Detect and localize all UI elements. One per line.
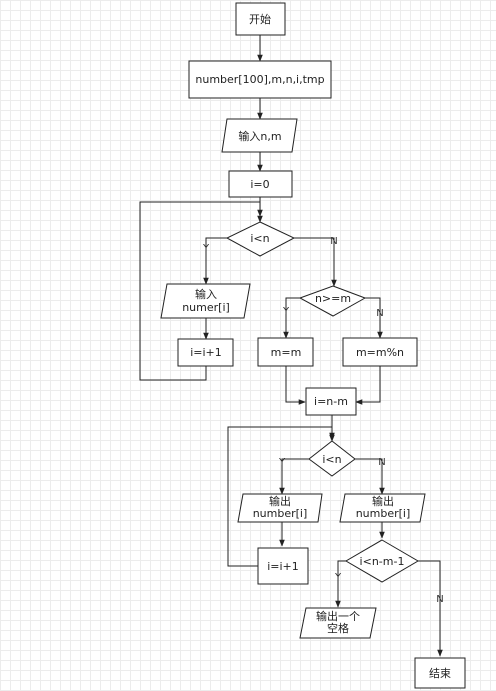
node-assign-m-mod[interactable]: m=m%n	[342, 337, 418, 367]
label-cond3-no: N	[378, 457, 385, 468]
label-cond1-no: N	[330, 236, 337, 247]
node-cond-i-lt-n-1-label: i<n	[250, 232, 269, 245]
node-assign-i[interactable]: i=n-m	[305, 387, 357, 416]
edge-cond3-no	[355, 458, 385, 495]
node-output-right[interactable]: 输出 number[i]	[339, 493, 426, 523]
edges	[139, 35, 443, 657]
label-cond1-yes: Y	[202, 243, 210, 254]
node-input-nm-label: 输入n,m	[238, 129, 281, 143]
node-output-right-label-1: 输出	[372, 494, 394, 508]
label-cond4-yes: Y	[334, 572, 342, 583]
node-cond-n-ge-m-label: n>=m	[315, 292, 351, 305]
node-output-left[interactable]: 输出 number[i]	[237, 493, 323, 523]
node-output-left-label-1: 输出	[269, 494, 291, 508]
node-input-nm[interactable]: 输入n,m	[221, 118, 298, 153]
edge-cond1-yes	[203, 237, 227, 285]
node-declare[interactable]: number[100],m,n,i,tmp	[188, 60, 332, 99]
node-declare-label: number[100],m,n,i,tmp	[195, 73, 324, 86]
edge-cond3-yes	[279, 458, 309, 495]
edge-loop2-back	[227, 426, 335, 567]
node-inc-i-2-label: i=i+1	[267, 560, 299, 573]
edge-m-assign	[285, 366, 306, 405]
node-cond-n-ge-m[interactable]: n>=m	[298, 285, 367, 317]
edge-cond2-yes	[283, 297, 300, 339]
edge-loop1-back	[139, 201, 263, 381]
node-start-label: 开始	[249, 12, 271, 26]
node-output-right-label-2: number[i]	[356, 507, 411, 520]
node-cond-i-lt-n-2-label: i<n	[322, 453, 341, 466]
node-cond-i-lt-n-2[interactable]: i<n	[308, 440, 356, 477]
label-cond4-no: N	[436, 594, 443, 605]
node-assign-m-label: m=m	[271, 346, 302, 359]
node-inc-i-1[interactable]: i=i+1	[177, 338, 234, 367]
edge-cond2-no	[365, 297, 383, 339]
node-assign-m-mod-label: m=m%n	[356, 346, 404, 359]
label-cond3-yes: Y	[278, 457, 286, 468]
node-cond-last-label: i<n-m-1	[360, 555, 405, 568]
edge-cond1-no	[294, 237, 337, 287]
branch-labels: Y N Y N Y N Y N	[202, 236, 444, 605]
node-output-space[interactable]: 输出一个 空格	[299, 607, 377, 639]
node-cond-last[interactable]: i<n-m-1	[345, 539, 419, 583]
node-assign-i-label: i=n-m	[314, 395, 348, 408]
node-input-number-label-1: 输入	[195, 287, 217, 301]
node-output-space-label-2: 空格	[327, 621, 349, 635]
node-input-number-label-2: numer[i]	[182, 301, 230, 314]
node-output-left-label-2: number[i]	[253, 507, 308, 520]
edge-cond4-yes	[335, 560, 346, 608]
edge-mmod-assign	[355, 366, 381, 405]
node-output-space-label-1: 输出一个	[316, 609, 360, 623]
node-init-i-label: i=0	[250, 178, 269, 191]
node-cond-i-lt-n-1[interactable]: i<n	[225, 221, 296, 257]
node-input-number[interactable]: 输入 numer[i]	[160, 283, 251, 319]
node-start[interactable]: 开始	[235, 2, 286, 36]
node-inc-i-1-label: i=i+1	[190, 346, 222, 359]
node-end-label: 结束	[429, 667, 451, 680]
node-init-i[interactable]: i=0	[228, 170, 293, 198]
node-assign-m[interactable]: m=m	[257, 337, 314, 367]
label-cond2-no: N	[376, 308, 383, 319]
label-cond2-yes: Y	[282, 306, 290, 317]
node-end[interactable]: 结束	[414, 657, 466, 689]
node-inc-i-2[interactable]: i=i+1	[257, 547, 309, 585]
edge-cond4-no	[418, 560, 443, 657]
